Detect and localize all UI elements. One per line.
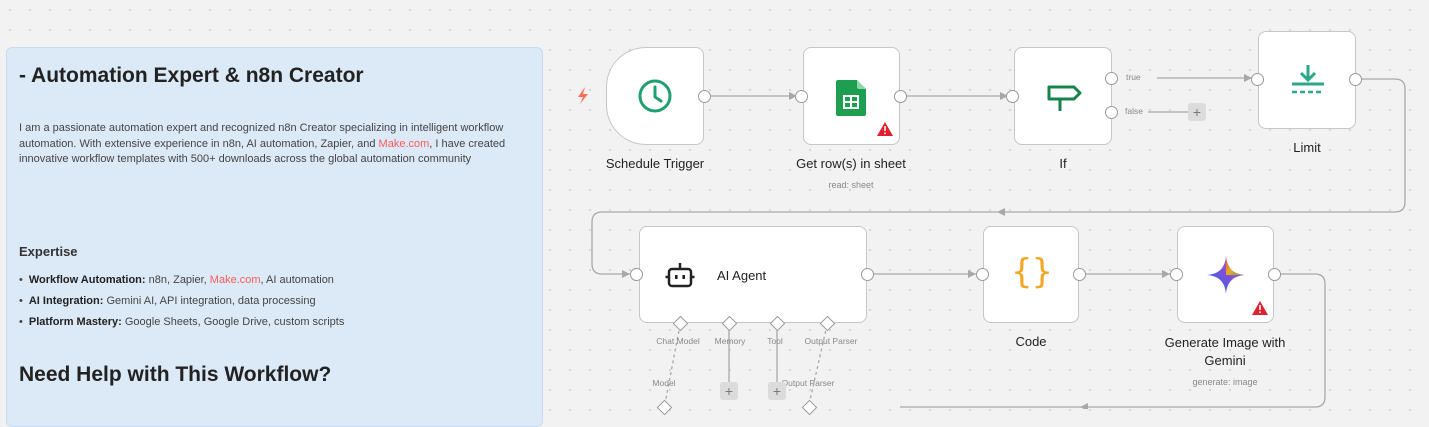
note-title: - Automation Expert & n8n Creator	[19, 64, 364, 87]
expertise-item-text: n8n, Zapier,	[145, 274, 210, 286]
robot-icon	[665, 263, 695, 288]
add-node-button[interactable]: +	[1188, 103, 1206, 121]
warning-icon[interactable]	[877, 122, 893, 136]
help-heading: Need Help with This Workflow?	[19, 363, 332, 386]
expertise-item-text: Google Sheets, Google Drive, custom scri…	[121, 316, 345, 328]
make-link[interactable]: Make.com	[209, 274, 261, 286]
output-handle[interactable]	[861, 268, 874, 281]
output-handle-false[interactable]	[1105, 106, 1118, 119]
node-code[interactable]: {}	[983, 226, 1079, 323]
expertise-item: Platform Mastery: Google Sheets, Google …	[19, 312, 344, 333]
expertise-item: AI Integration: Gemini AI, API integrati…	[19, 291, 344, 312]
connection-image-next	[900, 273, 1326, 408]
node-label: If	[1059, 156, 1067, 171]
trigger-bolt-icon	[578, 87, 588, 104]
output-handle[interactable]	[698, 90, 711, 103]
expertise-list: Workflow Automation: n8n, Zapier, Make.c…	[19, 270, 344, 333]
node-get-rows[interactable]	[803, 47, 900, 145]
true-branch-label: true	[1125, 72, 1142, 82]
node-schedule-trigger[interactable]	[606, 47, 704, 145]
expertise-item-text: , AI automation	[260, 274, 334, 286]
input-handle[interactable]	[1006, 90, 1019, 103]
connection-parser	[807, 324, 828, 409]
add-memory-button[interactable]: +	[720, 382, 738, 400]
memory-label: Memory	[714, 336, 746, 346]
make-link[interactable]: Make.com	[378, 137, 430, 150]
connections-layer	[578, 74, 1406, 409]
false-branch-label: false	[1124, 106, 1144, 116]
google-sheets-icon	[836, 80, 866, 116]
expertise-heading: Expertise	[19, 244, 78, 259]
expertise-item-title: AI Integration:	[28, 295, 104, 307]
node-sublabel: generate: image	[1192, 377, 1258, 387]
clock-icon	[638, 79, 672, 113]
input-handle[interactable]	[1251, 73, 1264, 86]
output-handle[interactable]	[1349, 73, 1362, 86]
input-handle[interactable]	[1170, 268, 1183, 281]
output-parser-label: Output Parser	[804, 336, 858, 346]
sticky-note[interactable]: - Automation Expert & n8n Creator I am a…	[6, 47, 543, 427]
note-intro: I am a passionate automation expert and …	[19, 121, 519, 168]
input-handle[interactable]	[976, 268, 989, 281]
node-label: Code	[1015, 334, 1047, 349]
note-intro-text-end: , I have created innovative workflow tem…	[19, 137, 506, 166]
code-braces-icon: {}	[1011, 252, 1053, 292]
output-handle[interactable]	[1268, 268, 1281, 281]
note-intro-text: I am a passionate automation expert and …	[19, 122, 504, 150]
output-handle[interactable]	[894, 90, 907, 103]
expertise-item-title: Platform Mastery:	[28, 316, 122, 328]
input-handle[interactable]	[630, 268, 643, 281]
tool-label: Tool	[767, 336, 783, 346]
node-limit[interactable]	[1258, 31, 1356, 129]
input-handle[interactable]	[795, 90, 808, 103]
expertise-item: Workflow Automation: n8n, Zapier, Make.c…	[19, 270, 344, 291]
output-handle[interactable]	[1073, 268, 1086, 281]
add-tool-button[interactable]: +	[768, 382, 786, 400]
node-label: Get row(s) in sheet	[796, 156, 906, 171]
node-label: Limit	[1293, 140, 1321, 155]
gemini-icon	[1207, 256, 1245, 294]
output-handle-true[interactable]	[1105, 72, 1118, 85]
node-if[interactable]	[1014, 47, 1112, 145]
connection-model	[663, 324, 681, 409]
output-parser-sub-label: Output Parser	[781, 378, 835, 388]
warning-icon[interactable]	[1252, 301, 1268, 315]
limit-icon	[1292, 65, 1324, 94]
expertise-item-title: Workflow Automation:	[28, 274, 146, 286]
node-label: Schedule Trigger	[605, 156, 705, 171]
chat-model-label: Chat Model	[656, 336, 700, 346]
expertise-item-text: Gemini AI, API integration, data process…	[103, 295, 316, 307]
node-label: AI Agent	[717, 268, 767, 283]
signpost-icon	[1047, 85, 1082, 111]
model-sub-label: Model	[652, 378, 676, 388]
node-label: Generate Image with Gemini	[1164, 335, 1286, 368]
node-sublabel: read: sheet	[828, 180, 874, 190]
node-ai-agent[interactable]: AI Agent	[639, 226, 867, 323]
node-generate-image[interactable]	[1177, 226, 1274, 323]
